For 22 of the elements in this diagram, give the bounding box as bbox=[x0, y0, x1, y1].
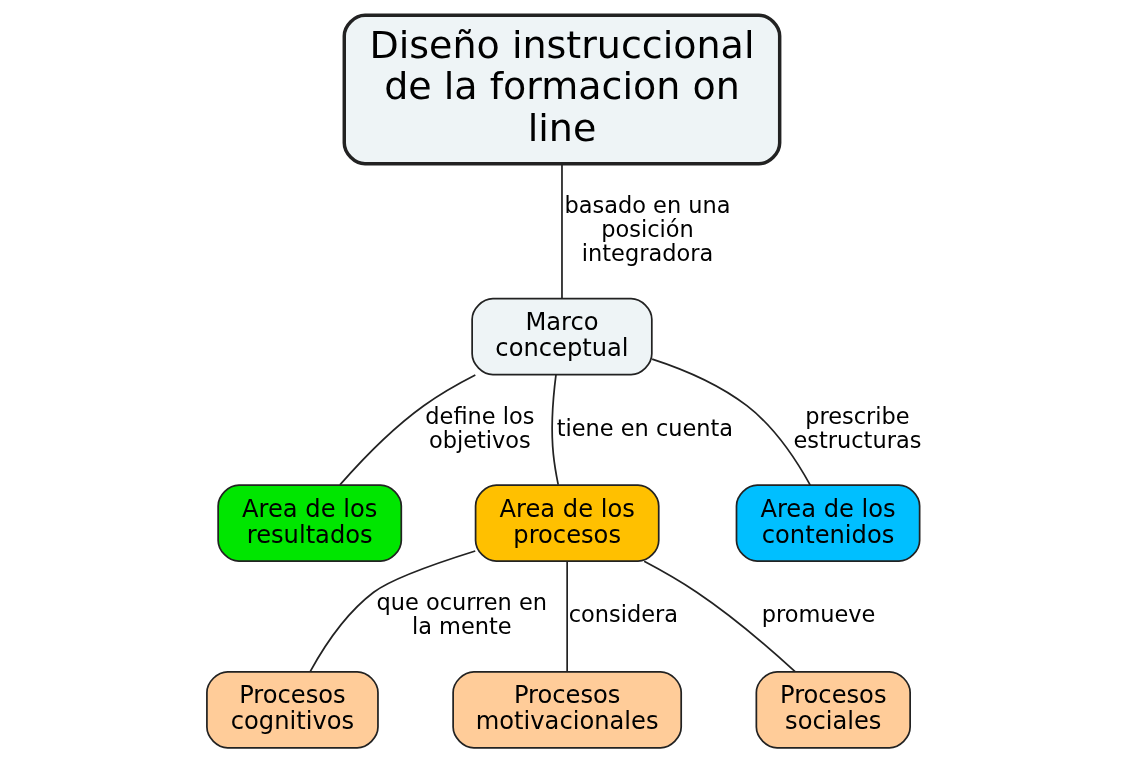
node-box: Area de los procesos bbox=[474, 484, 660, 563]
edge-label: define los objetivos bbox=[425, 402, 535, 453]
node-box: Procesos motivacionales bbox=[452, 670, 683, 749]
node-box: Procesos cognitivos bbox=[206, 670, 379, 749]
edge-label: basado en una posición integradora bbox=[564, 191, 731, 267]
connector bbox=[339, 374, 477, 486]
connector bbox=[561, 163, 563, 300]
connector bbox=[643, 560, 796, 673]
node-box: Diseño instruccional de la formacion on line bbox=[342, 13, 782, 166]
edge-label: prescribe estructuras bbox=[793, 402, 922, 453]
connector bbox=[651, 358, 812, 486]
connector bbox=[566, 560, 569, 673]
node-box: Area de los contenidos bbox=[735, 484, 921, 563]
node-box: Area de los resultados bbox=[217, 484, 403, 563]
edge-label: tiene en cuenta bbox=[556, 414, 734, 441]
node-box: Marco conceptual bbox=[471, 297, 653, 376]
edge-label: promueve bbox=[761, 601, 876, 628]
connector bbox=[551, 374, 560, 486]
edge-label: considera bbox=[568, 601, 678, 628]
edge-label: que ocurren en la mente bbox=[376, 589, 548, 640]
connector bbox=[309, 550, 477, 673]
node-box: Procesos sociales bbox=[755, 670, 911, 749]
